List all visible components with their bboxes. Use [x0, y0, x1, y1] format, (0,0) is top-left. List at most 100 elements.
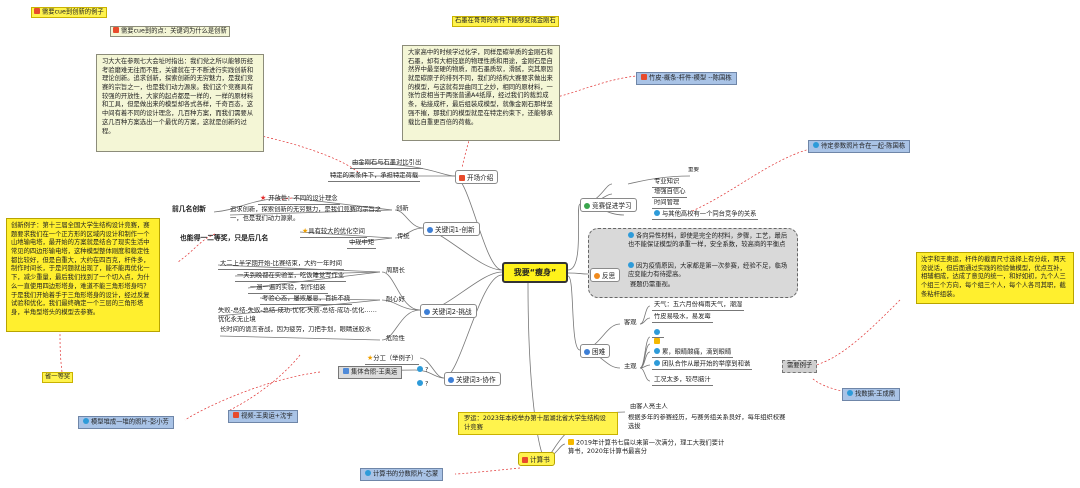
flag-icon [641, 74, 647, 80]
person-icon [654, 329, 660, 335]
branch-competition-learning[interactable]: 竞赛促进学习 [580, 198, 637, 212]
topic-icon [448, 376, 454, 383]
branch-keyword-cooperation[interactable]: 关键词3-协作 [444, 372, 501, 386]
flag-icon [113, 27, 119, 33]
top-ranks-label: 前几名创新 [172, 205, 206, 213]
learn-item-4: 与其他高校有一个同台竞争的关系 [652, 210, 759, 221]
branch-keyword-innovation[interactable]: 关键词1-创新 [423, 222, 480, 236]
topic-icon [427, 226, 433, 233]
calc-upper-item-2: 根据多年的参赛经历，与赛务组关系良好，每年组织校赛选拔 [628, 414, 786, 430]
innovation-example-note[interactable]: 创新例子：第十三届全国大学生结构设计竞赛，赛题要求我们在一个正方形的区域内设计和… [6, 218, 160, 332]
flag-icon [522, 456, 528, 463]
subjective-item-2: 团队合作从最开始的举摩到和谐 [652, 360, 753, 371]
subjective-item-1: 累，眼睛酸痛，滴到眼睛 [652, 348, 734, 359]
innovation-text: 追求创新，探索创新的无穷魅力，是我们竞赛的宗旨之一，也是我们动力源泉。 [230, 206, 382, 222]
period-item-3: 一遍一遍的实验，制作组装 [248, 284, 328, 294]
calc-upper-item-1: 由客人亮主人 [630, 403, 668, 410]
central-topic[interactable]: 我要“瘦身” [502, 262, 568, 283]
find-data-tag[interactable]: 找数据-王成鼎 [842, 388, 901, 402]
image-icon [343, 368, 349, 374]
info-icon [654, 360, 660, 366]
learn-item-1: 专业知识 [652, 178, 682, 188]
provincial-first-prize-tag[interactable]: 省一等奖 [42, 372, 74, 383]
open-item-2: 特定的束条件下，承担特定荷载 [328, 172, 421, 182]
needs-example-tag[interactable]: 需要例子 [782, 360, 818, 373]
subjective-label: 主观 [624, 363, 637, 370]
score-photo-tag[interactable]: 计算书的分数照片-芯蒙 [360, 468, 444, 482]
person-icon [654, 348, 660, 354]
patience-item-1: 考验心态，屡败屡息，百折不挠 [260, 295, 353, 305]
danger-label: 危险性 [386, 335, 405, 342]
innovate-label: 创新 [396, 205, 409, 212]
open-item-1: 由金刚石与石墨对比引出 [350, 159, 424, 169]
cooperation-unknown-1[interactable]: ? [415, 366, 430, 375]
topic-icon [594, 272, 600, 279]
flag-icon [34, 8, 40, 14]
patience-label: 耐心好 [386, 296, 405, 303]
star-icon: ★ [367, 354, 374, 362]
objective-label: 客观 [624, 319, 637, 326]
patience-item-2: 失败-总结-失败-总结-成功-优化-失败-总结-成功-优化……优化永无止境 [218, 307, 377, 323]
person-icon [628, 262, 634, 268]
help-icon [417, 380, 423, 386]
graphite-note[interactable]: 大家高中的时候学过化学，同样是碳单质的金刚石和石墨，却有大相径庭的物理性质和用途… [402, 45, 560, 141]
info-icon [813, 142, 819, 148]
document-icon [654, 338, 660, 344]
image-icon [365, 470, 371, 476]
video-tag[interactable]: 视频-王奥运+沈宇 [228, 410, 298, 424]
traditional-label: 传统 [397, 233, 410, 240]
info-icon [847, 390, 853, 396]
optimization-space-item: ★具有较大的优化空间 [300, 227, 367, 238]
graphite-tag[interactable]: 石墨在哥哥的条件下能够变成金刚石 [452, 16, 559, 27]
flag-icon [459, 174, 465, 181]
subjective-blank-1 [652, 329, 664, 338]
period-item-1: 大二上半学期开始-比赛结束，大约一年时间 [218, 260, 344, 270]
help-icon [417, 366, 423, 372]
reflection-item-3: 赛题仍需重视。 [630, 281, 675, 288]
bamboo-process-tag[interactable]: 竹皮-概条-杆件-模型 --陈国栋 [636, 72, 737, 86]
reflection-item-1: 各向异性材料，即使是完全的材料，步骤，工艺，最后也不能保证模型的承重一样，安全系… [628, 232, 788, 249]
period-item-2: 一天到晚都在实验室，吃饭睡觉写作业 [235, 272, 347, 282]
cue-point-tag[interactable]: 需要cue到的点：关键词为什么是创新 [110, 26, 230, 38]
teamwork-story-note[interactable]: 沈宇和王奥运，杆件的截面尺寸选择上有分歧，两天没说话，但后面通过实践的检验做模型… [916, 252, 1074, 304]
branch-reflection[interactable]: 反思 [590, 268, 621, 282]
second-ranks-label: 也能得一二等奖，只是后几名 [180, 234, 269, 242]
cooperation-unknown-2[interactable]: ? [415, 380, 430, 389]
learn-item-2: 增强自信心 [652, 188, 688, 198]
person-icon [628, 232, 634, 238]
learn-item-3: 时间管理 [652, 199, 682, 209]
branch-calculation-book[interactable]: 计算书 [518, 452, 555, 466]
star-icon: ★ [260, 194, 267, 202]
topic-icon [584, 348, 590, 355]
period-label: 周期长 [386, 267, 405, 274]
group-photo-tag[interactable]: 集体合照-王奥运 [338, 366, 403, 380]
host-competition-note[interactable]: 罗运：2023年本校举办第十届湖北省大学生结构设计竞赛 [458, 412, 618, 436]
calc-lower-item: 2019年计算书七届以来第一次满分，理工大我们要计算书，2020年计算书最高分 [568, 439, 725, 456]
importance-label: 重要 [688, 167, 700, 173]
image-icon [83, 418, 89, 424]
objective-item-1: 天气：五六月份梅雨天气，潮湿 [652, 301, 745, 311]
subjective-item-3: 工况太多，较尽脑汁 [652, 376, 713, 386]
model-pile-photo-tag[interactable]: 模型堆成一堆的照片-彭小芳 [78, 416, 174, 430]
topic-icon [584, 202, 590, 209]
subjective-blank-2 [652, 338, 664, 346]
openness-item: ★ 开放性：不同的设计理念 [258, 194, 340, 205]
cue-example-tag[interactable]: 需要cue到创新的例子 [31, 7, 107, 19]
innovation-quote-note[interactable]: 习大大在参观七大会址时指出：我们党之所以能够历经考验磨难无往而不胜，关键就在于不… [96, 54, 264, 152]
division-of-labor-item: ★分工（举例子） [365, 354, 420, 365]
video-icon [233, 412, 239, 418]
branch-keyword-challenge[interactable]: 关键词2-挑战 [420, 304, 477, 318]
document-icon [568, 439, 574, 445]
photo-params-tag[interactable]: 待定参数照片合在一起-陈国栋 [808, 140, 911, 154]
reflection-item-2: 因为疫情原因，大家都是第一次参赛，经验不足，临场应变能力有待提高。 [628, 262, 788, 279]
objective-item-2: 竹皮易吸水，易发霉 [652, 313, 713, 323]
branch-difficulty[interactable]: 困难 [580, 344, 611, 358]
conventional-item: 中规中矩 [347, 239, 377, 249]
danger-item: 长时间的诡言奋战，因为疲劳，刀把手划，眼睛迷胶水 [220, 326, 372, 333]
topic-icon [424, 308, 430, 315]
info-icon [654, 210, 660, 216]
reflection-group [588, 228, 798, 298]
branch-open-intro[interactable]: 开场介绍 [455, 170, 499, 184]
